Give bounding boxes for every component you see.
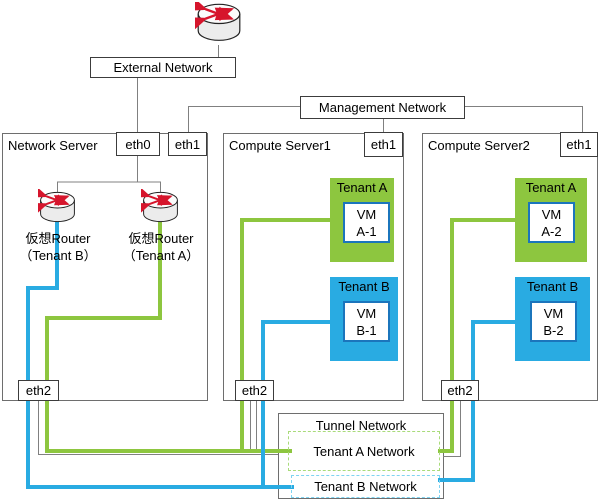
vm-b1-line1: VM <box>356 306 377 321</box>
cs1-eth1-text: eth1 <box>370 137 397 152</box>
vrouter-tenant-a-label: 仮想Router （Tenant A） <box>106 230 216 264</box>
vm-a2-line1: VM <box>541 207 562 222</box>
vm-b2-line2: B-2 <box>543 323 564 338</box>
vm-b2-line1: VM <box>543 306 564 321</box>
cs2-eth2-port: eth2 <box>441 380 479 401</box>
compute-server1-title: Compute Server1 <box>229 138 331 153</box>
management-network-text: Management Network <box>318 100 447 115</box>
tenant-a-network-box: Tenant A Network <box>288 431 440 471</box>
cs1-tenant-a-label: Tenant A <box>336 180 388 195</box>
vm-a1-line1: VM <box>356 207 377 222</box>
gray-wires <box>38 45 583 457</box>
cs2-tenant-b-box: Tenant B <box>515 277 590 361</box>
management-network-label: Management Network <box>300 96 465 119</box>
cs1-eth2-port: eth2 <box>235 380 274 401</box>
cs1-eth2-text: eth2 <box>241 383 268 398</box>
network-server-title: Network Server <box>8 138 98 153</box>
cs2-eth1-text: eth1 <box>566 137 592 152</box>
tenant-a-network-text: Tenant A Network <box>313 443 415 459</box>
vm-a2-line2: A-2 <box>541 224 562 239</box>
vm-a1-box: VM A-1 <box>343 202 390 243</box>
cs2-tenant-b-label: Tenant B <box>526 279 579 294</box>
ns-eth2-port: eth2 <box>18 380 59 401</box>
tenant-a-wires <box>45 218 528 453</box>
ns-eth0-text: eth0 <box>125 136 151 152</box>
ns-eth0-port: eth0 <box>116 132 160 156</box>
tenant-b-network-text: Tenant B Network <box>314 479 417 494</box>
cs1-eth1-port: eth1 <box>364 132 403 157</box>
vm-b2-box: VM B-2 <box>530 301 577 342</box>
network-server-box: Network Server <box>2 133 208 401</box>
external-network-label: External Network <box>90 57 236 78</box>
internet-router-icon <box>198 4 240 40</box>
external-network-text: External Network <box>113 60 213 75</box>
ns-eth2-text: eth2 <box>25 383 52 398</box>
vm-a2-box: VM A-2 <box>528 202 575 243</box>
cs2-eth1-port: eth1 <box>560 132 598 157</box>
vrouter-b-line1: 仮想Router <box>25 231 91 246</box>
ns-eth1-text: eth1 <box>174 136 201 152</box>
cs1-tenant-b-label: Tenant B <box>338 279 390 294</box>
vm-a1-line2: A-1 <box>356 224 377 239</box>
vrouter-tenant-b-label: 仮想Router （Tenant B） <box>3 230 113 264</box>
vrouter-tenant-b-icon <box>41 192 75 221</box>
cs2-eth2-text: eth2 <box>447 383 473 398</box>
tenant-b-wires <box>26 222 530 489</box>
cs2-tenant-a-label: Tenant A <box>525 180 577 195</box>
vm-b1-box: VM B-1 <box>343 301 390 342</box>
vrouter-a-line2: （Tenant A） <box>122 248 200 263</box>
tunnel-network-box: Tunnel Network <box>278 413 444 499</box>
vrouter-b-line2: （Tenant B） <box>19 248 97 263</box>
tunnel-network-title: Tunnel Network <box>315 418 407 433</box>
vrouter-tenant-a-icon <box>144 192 178 221</box>
ns-eth1-port: eth1 <box>168 132 207 156</box>
vrouter-a-line1: 仮想Router <box>128 231 194 246</box>
vm-b1-line2: B-1 <box>356 323 377 338</box>
compute-server2-title: Compute Server2 <box>428 138 530 153</box>
tenant-b-network-box: Tenant B Network <box>291 475 440 498</box>
